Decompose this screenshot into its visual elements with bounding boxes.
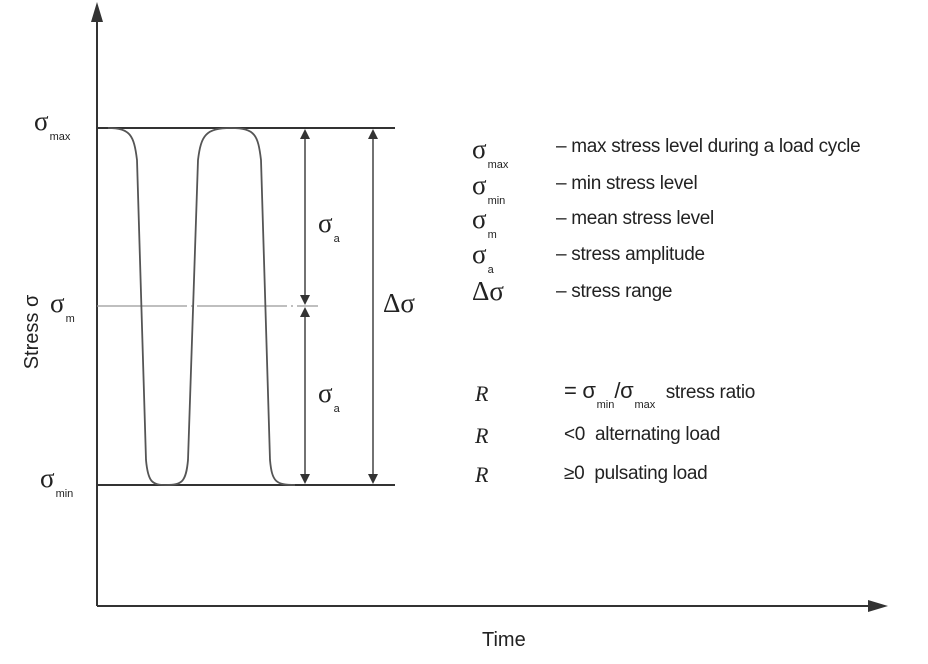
x-axis-arrowhead [868,600,888,612]
range-label: Δσ [383,288,415,318]
legend-text-amplitude: – stress amplitude [556,244,705,265]
y-axis-label: Stress σ [21,294,43,370]
legend-symbol-min: σmin [472,170,506,207]
ratio-alternating-text: <0 alternating load [564,424,721,445]
legend-text-min: – min stress level [556,173,698,194]
legend-text-range: – stress range [556,281,673,302]
ratio-symbol-alternating: R [475,423,489,448]
ratio-symbol-pulsating: R [475,462,489,487]
ratio-definition: = σmin/σmax stress ratio [564,378,756,411]
sigma-mean-label: σm [50,288,75,325]
amplitude-label-lower: σa [318,378,340,415]
legend-symbol-range: Δσ [472,276,504,306]
legend-symbol-mean: σm [472,204,497,241]
legend-symbol-max: σmax [472,134,509,171]
x-axis-label: Time [482,629,526,651]
ratio-symbol-definition: R [475,381,489,406]
sigma-min-label: σmin [40,463,74,500]
amplitude-label-upper: σa [318,208,340,245]
sigma-max-label: σmax [34,106,71,143]
y-axis-arrowhead [91,2,103,22]
ratio-pulsating-text: ≥0 pulsating load [564,463,708,484]
legend-text-max: – max stress level during a load cycle [556,136,861,157]
legend-symbol-amplitude: σa [472,239,494,276]
stress-waveform [107,127,296,486]
legend-text-mean: – mean stress level [556,208,714,229]
